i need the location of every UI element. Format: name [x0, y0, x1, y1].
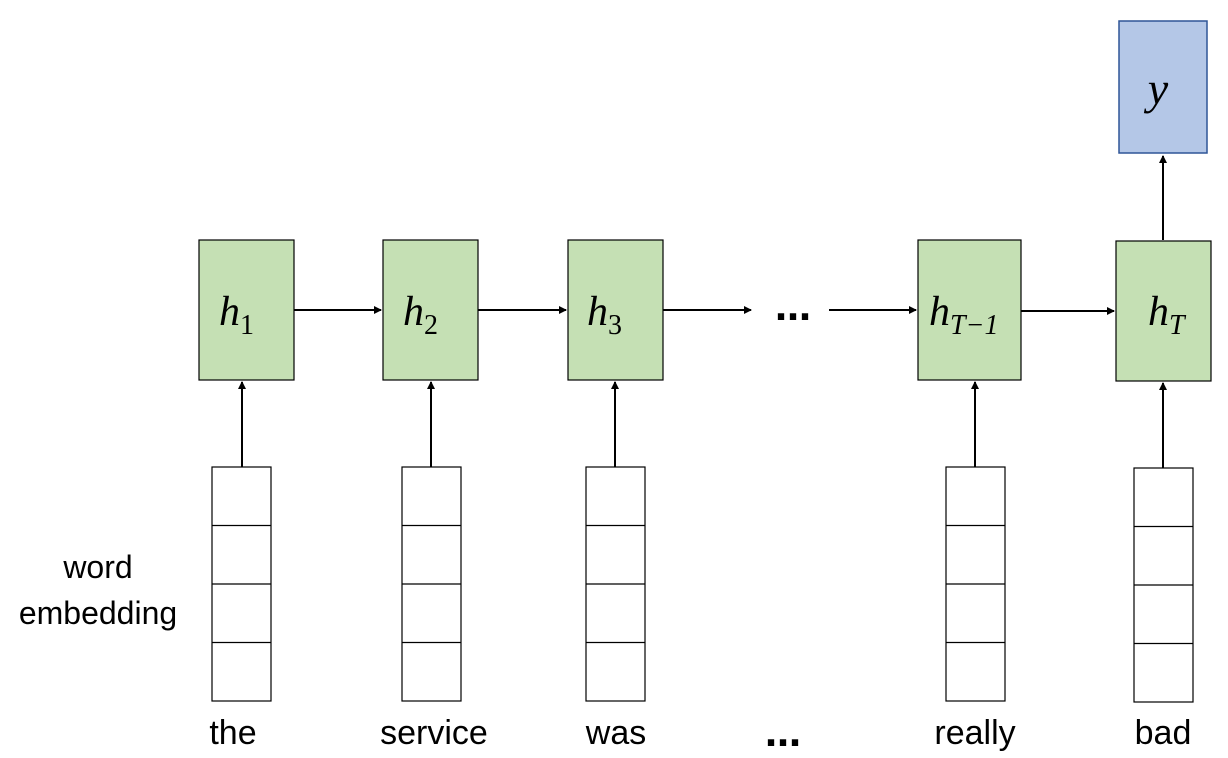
word-label-1: the: [209, 714, 256, 752]
word-label-3: was: [585, 714, 646, 752]
embedding-column-2: [401, 466, 462, 702]
hidden-node-t: hT: [1115, 240, 1212, 382]
svg-text:h3: h3: [587, 289, 622, 341]
side-label-line-1: word: [62, 549, 132, 585]
embedding-column-1: [211, 466, 272, 702]
side-label-line-2: embedding: [19, 595, 177, 631]
svg-text:hT: hT: [1148, 289, 1187, 341]
hidden-node-1: h1: [198, 239, 295, 381]
hidden-node-t-minus-1: hT−1: [917, 239, 1022, 381]
hidden-node-3: h3: [567, 239, 664, 381]
output-node: [1118, 20, 1208, 154]
output-label: y: [1144, 63, 1169, 114]
svg-text:hT−1: hT−1: [929, 289, 998, 341]
word-label-ellipsis: …: [765, 714, 801, 755]
embedding-column-4: [945, 466, 1006, 702]
svg-text:h1: h1: [219, 289, 254, 341]
hidden-node-2: h2: [382, 239, 479, 381]
word-label-2: service: [380, 714, 488, 752]
word-label-6: bad: [1135, 714, 1192, 752]
embedding-column-5: [1133, 467, 1194, 703]
ellipsis-hidden: …: [775, 288, 811, 329]
embedding-column-3: [585, 466, 646, 702]
svg-text:h2: h2: [403, 289, 438, 341]
word-label-5: really: [934, 714, 1015, 752]
